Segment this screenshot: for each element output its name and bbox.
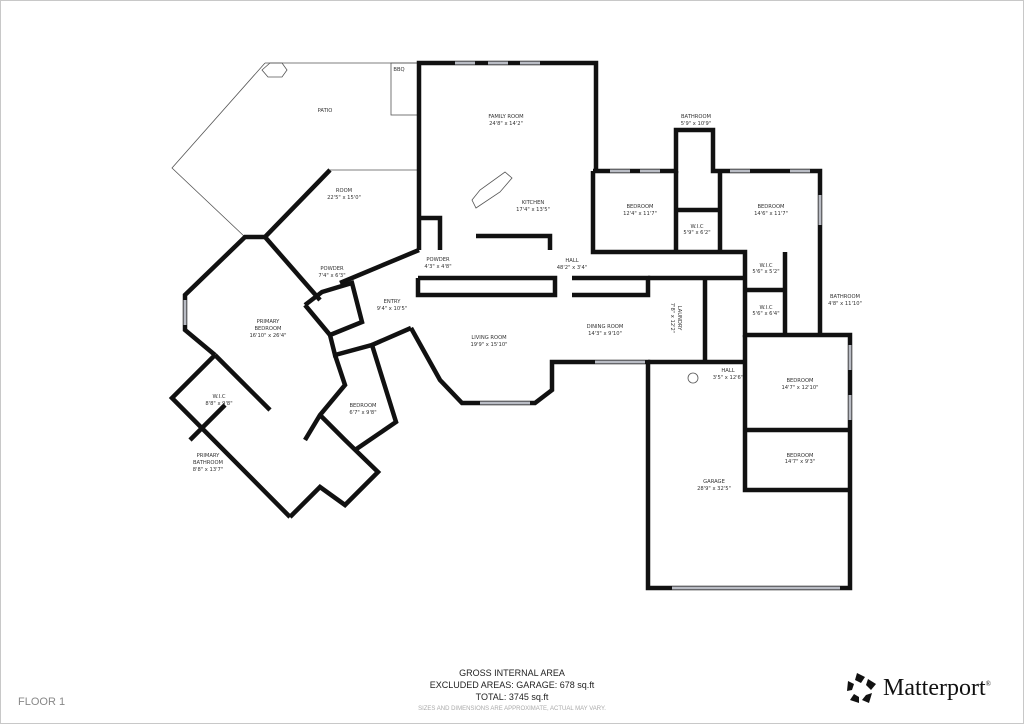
- room-label-patio: PATIO: [318, 108, 333, 114]
- matterport-logo-icon: [847, 673, 876, 703]
- kitchen-island: [471, 171, 513, 209]
- matterport-brand: Matterport®: [845, 672, 991, 704]
- total-area: TOTAL: 3745 sq.ft: [475, 692, 549, 702]
- room-label-garage: GARAGE: [703, 479, 725, 485]
- room-label-powder-1: POWDER: [426, 257, 450, 263]
- room-label-bedroom-5: BEDROOM: [349, 403, 376, 409]
- water-heater: [687, 372, 699, 384]
- hot-tub: [261, 62, 288, 78]
- area-title: GROSS INTERNAL AREA: [459, 668, 565, 678]
- room-label-primary-bedroom-1: PRIMARY: [257, 319, 281, 325]
- room-label-bedroom-4: BEDROOM: [786, 453, 813, 459]
- room-label-bbq: BBQ: [393, 67, 404, 73]
- room-label-wic-1: W.I.C: [691, 224, 704, 230]
- walls: [168, 60, 853, 591]
- disclaimer: SIZES AND DIMENSIONS ARE APPROXIMATE, AC…: [418, 706, 606, 712]
- room-dims-hall-2: 3'5" x 12'6": [713, 375, 744, 381]
- room-dims-bathroom-2: 4'8" x 11'10": [828, 301, 862, 307]
- room-dims-room: 22'5" x 15'0": [327, 195, 361, 201]
- room-label-bedroom-2: BEDROOM: [757, 204, 784, 210]
- room-labels: PATIO BBQ FAMILY ROOM 24'8" x 14'2" KITC…: [193, 67, 862, 492]
- room-dims-family-room: 24'8" x 14'2": [489, 121, 523, 127]
- excluded-areas: EXCLUDED AREAS: GARAGE: 678 sq.ft: [429, 680, 595, 690]
- patio-outline: [171, 62, 420, 238]
- room-label-bathroom-2: BATHROOM: [830, 294, 860, 300]
- brand-name: Matterport: [883, 674, 986, 701]
- windows: [183, 61, 852, 590]
- room-dims-bathroom-1: 5'9" x 10'9": [681, 121, 712, 127]
- room-dims-powder-2: 7'4" x 6'3": [318, 273, 345, 279]
- room-dims-entry: 9'4" x 10'5": [377, 306, 408, 312]
- room-dims-bedroom-2: 14'6" x 11'7": [754, 211, 788, 217]
- room-label-dining-room: DINING ROOM: [587, 324, 624, 330]
- room-label-bedroom-1: BEDROOM: [626, 204, 653, 210]
- room-dims-bedroom-3: 14'7" x 12'10": [781, 385, 818, 391]
- room-label-entry: ENTRY: [384, 299, 402, 305]
- room-label-powder-2: POWDER: [320, 266, 344, 272]
- room-dims-laundry: 7'8" x 12'2": [669, 303, 675, 334]
- room-label-wic-4: W.I.C: [213, 394, 226, 400]
- registered-mark: ®: [985, 679, 991, 688]
- room-label-laundry: LAUNDRY: [676, 306, 682, 332]
- room-dims-bedroom-1: 12'4" x 11'7": [623, 211, 657, 217]
- room-label-wic-2: W.I.C: [760, 263, 773, 269]
- room-label-primary-bathroom-2: BATHROOM: [193, 460, 223, 466]
- room-dims-wic-1: 5'9" x 6'2": [683, 230, 710, 236]
- room-dims-kitchen: 17'4" x 13'5": [516, 207, 550, 213]
- room-dims-hall-1: 48'2" x 3'4": [557, 265, 588, 271]
- room-dims-primary-bedroom: 16'10" x 26'4": [249, 333, 286, 339]
- room-label-hall-1: HALL: [565, 258, 578, 264]
- room-label-room: ROOM: [336, 188, 352, 194]
- floor-label: FLOOR 1: [18, 696, 66, 708]
- room-dims-powder-1: 4'3" x 4'8": [424, 264, 451, 270]
- room-label-bathroom-1: BATHROOM: [681, 114, 711, 120]
- room-label-kitchen: KITCHEN: [522, 200, 545, 206]
- room-dims-wic-2: 5'6" x 5'2": [752, 269, 779, 275]
- room-label-bedroom-3: BEDROOM: [786, 378, 813, 384]
- room-dims-primary-bathroom: 8'8" x 13'7": [193, 467, 224, 473]
- room-label-wic-3: W.I.C: [760, 305, 773, 311]
- room-label-primary-bathroom-1: PRIMARY: [197, 453, 221, 459]
- room-dims-garage: 28'9" x 32'5": [697, 486, 731, 492]
- room-dims-dining-room: 14'3" x 9'10": [588, 331, 622, 337]
- room-dims-wic-4: 8'8" x 9'8": [205, 401, 232, 407]
- room-dims-bedroom-5: 6'7" x 9'8": [349, 410, 376, 416]
- room-dims-bedroom-4: 14'7" x 9'3": [785, 459, 816, 465]
- room-label-hall-2: HALL: [721, 368, 734, 374]
- room-label-primary-bedroom-2: BEDROOM: [254, 326, 281, 332]
- room-dims-wic-3: 5'6" x 6'4": [752, 311, 779, 317]
- room-label-living-room: LIVING ROOM: [471, 335, 506, 341]
- room-label-family-room: FAMILY ROOM: [488, 114, 523, 120]
- room-dims-living-room: 19'9" x 15'10": [470, 342, 507, 348]
